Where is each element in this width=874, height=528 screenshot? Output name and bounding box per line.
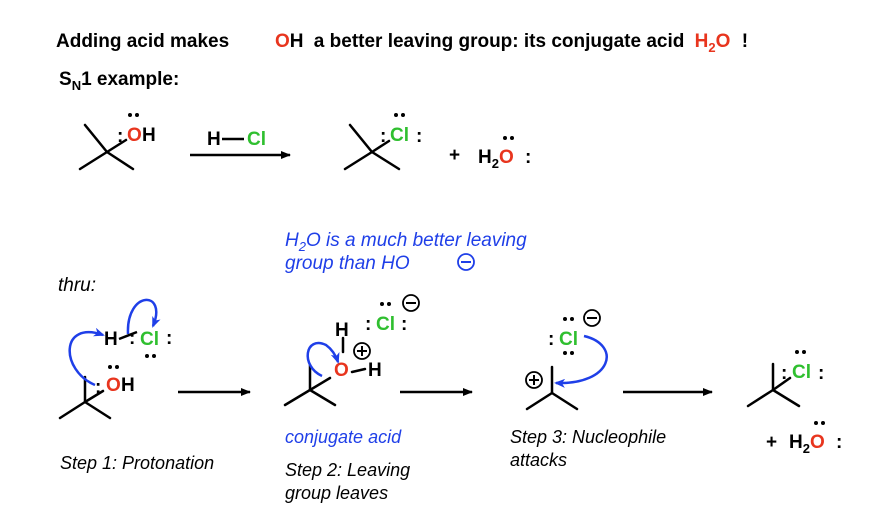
- overall-reagent: H Cl: [207, 129, 266, 150]
- step3-curved-arrow-cl-to-c: [554, 334, 608, 388]
- svg-text::: :: [525, 147, 531, 168]
- final-plus: +: [766, 432, 777, 453]
- svg-text:H2O is a much better leaving: H2O is a much better leaving: [285, 230, 527, 254]
- step1-curved-arrow-o-to-h: [68, 327, 105, 387]
- step3-label-line2: attacks: [510, 450, 567, 470]
- step3-negative-charge-icon: [583, 309, 601, 327]
- subheader-rest: 1 example:: [81, 69, 179, 90]
- step1-oh-hydrogen: H: [121, 375, 135, 396]
- step1-curved-arrow-bond-to-cl: [126, 298, 161, 335]
- header-h2o-h: H: [695, 31, 709, 52]
- step2-hydrogen-top: H: [335, 320, 349, 341]
- header-oh-o: O: [275, 31, 290, 52]
- note-negative-charge-icon: [457, 253, 475, 271]
- svg-text::: :: [548, 329, 554, 350]
- final-water: H2O :: [789, 421, 842, 456]
- step2-structure: H O H : Cl :: [283, 294, 420, 407]
- reactant-oxygen: O: [127, 125, 142, 146]
- svg-text::: :: [818, 363, 824, 384]
- header-h2o-o: O: [716, 31, 731, 52]
- final-water-o: O: [810, 432, 825, 453]
- note-line2: group than HO: [285, 253, 410, 274]
- svg-text::: :: [365, 314, 371, 335]
- header-oh-h: H: [290, 31, 304, 52]
- header-part1: Adding acid makes: [56, 31, 229, 52]
- step1-hydrogen: H: [104, 329, 118, 350]
- header-part2: a better leaving group: its conjugate ac…: [314, 31, 685, 52]
- step3-chlorine: Cl: [559, 329, 578, 350]
- svg-text::: :: [781, 363, 787, 384]
- step3-label-line1: Step 3: Nucleophile: [510, 427, 666, 447]
- subheader-sub: N: [72, 78, 81, 93]
- svg-text:H2O: H2O: [789, 432, 825, 456]
- step1-oxygen: O: [106, 375, 121, 396]
- note-h: H: [285, 230, 299, 251]
- step1-chlorine: Cl: [140, 329, 159, 350]
- svg-text::: :: [166, 328, 172, 349]
- step2-positive-charge-icon: [353, 342, 371, 360]
- thru-label: thru:: [58, 275, 96, 296]
- final-chlorine: Cl: [792, 362, 811, 383]
- final-water-sub: 2: [803, 441, 810, 456]
- overall-plus: +: [449, 145, 460, 166]
- svg-text::: :: [416, 126, 422, 147]
- step2-hydrogen-right: H: [368, 360, 382, 381]
- step1-structure: H Cl : : : O H: [58, 298, 172, 420]
- leaving-group-note: H2O is a much better leaving group than …: [285, 230, 527, 274]
- step2-oxygen: O: [334, 360, 349, 381]
- header-bang: !: [742, 31, 748, 52]
- svg-text::: :: [401, 314, 407, 335]
- step2-label-line1: Step 2: Leaving: [285, 460, 410, 480]
- step2-negative-charge-icon: [402, 294, 420, 312]
- svg-text:H2O: H2O: [478, 147, 514, 171]
- svg-text::: :: [95, 377, 101, 398]
- product-chlorine: Cl: [390, 125, 409, 146]
- final-product: : Cl :: [746, 350, 824, 408]
- svg-text::: :: [836, 432, 842, 453]
- subheader-s: S: [59, 69, 72, 90]
- svg-text::: :: [380, 126, 386, 147]
- reagent-hydrogen: H: [207, 129, 221, 150]
- overall-reactant: : O H: [78, 113, 156, 171]
- step2-chlorine: Cl: [376, 314, 395, 335]
- subheader: SN1 example:: [59, 69, 179, 93]
- header-h2o-sub: 2: [708, 40, 715, 55]
- reagent-chlorine: Cl: [247, 129, 266, 150]
- step2-label-line2: group leaves: [285, 483, 388, 503]
- water-o: O: [499, 147, 514, 168]
- step3-structure: : Cl: [525, 309, 608, 411]
- reactant-hydrogen: H: [142, 125, 156, 146]
- note-line1-rest: O is a much better leaving: [306, 230, 527, 251]
- reactant-lone-pair-left: :: [117, 126, 123, 147]
- final-water-h: H: [789, 432, 803, 453]
- step2-curved-arrow-bond-to-o: [306, 341, 340, 378]
- step3-carbocation-charge-icon: [525, 371, 543, 389]
- note-sub: 2: [298, 239, 307, 254]
- overall-water: H2O :: [478, 136, 531, 171]
- step1-label: Step 1: Protonation: [60, 453, 214, 473]
- svg-text::: :: [129, 328, 135, 349]
- conjugate-acid-label: conjugate acid: [285, 427, 402, 447]
- overall-product: : Cl :: [343, 113, 422, 171]
- water-h: H: [478, 147, 492, 168]
- water-sub: 2: [492, 156, 499, 171]
- header-title: Adding acid makes OH a better leaving gr…: [56, 31, 748, 55]
